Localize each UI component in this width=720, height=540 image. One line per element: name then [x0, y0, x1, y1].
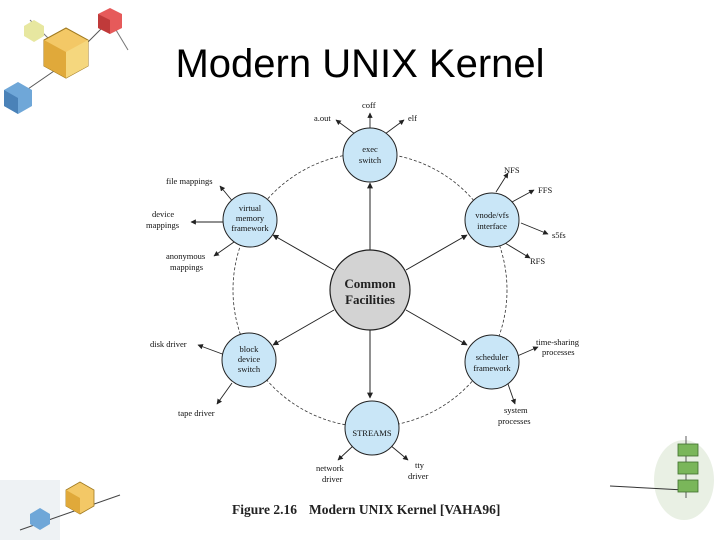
center-spokes [272, 182, 468, 399]
leaf-anonymous-line-2: mappings [170, 262, 203, 272]
leaf-nfs: NFS [504, 165, 520, 175]
leaf-s5fs: s5fs [552, 230, 566, 240]
node-vm-line-3: framework [231, 223, 269, 233]
leaf-system-line-2: processes [498, 416, 531, 426]
leaf-time-sharing-line-1: time-sharing [536, 337, 580, 347]
leaf-disk-driver: disk driver [150, 339, 187, 349]
leaf-anonymous-line-1: anonymous [166, 251, 205, 261]
center-node-common-facilities: Common Facilities [329, 249, 411, 331]
decorative-cubes-top-left [4, 8, 129, 114]
leaf-time-sharing-line-2: processes [542, 347, 575, 357]
center-label-line-2: Facilities [345, 292, 395, 307]
figure-caption-text: Modern UNIX Kernel [VAHA96] [309, 502, 501, 517]
leaf-coff: coff [362, 100, 376, 110]
modern-unix-kernel-diagram: Common Facilities exec switch vnode/vfs … [146, 100, 580, 484]
node-block-line-3: switch [238, 364, 261, 374]
leaf-tape-driver: tape driver [178, 408, 215, 418]
leaf-file-mappings: file mappings [166, 176, 213, 186]
decorative-blocks-bottom-right [609, 436, 714, 520]
leaf-network-line-2: driver [322, 474, 342, 484]
node-exec-switch: exec switch [342, 127, 398, 183]
node-exec-line-2: switch [359, 155, 382, 165]
node-vm-line-1: virtual [239, 203, 262, 213]
node-vnode-line-2: interface [477, 221, 507, 231]
decorative-cubes-bottom-left [0, 480, 121, 540]
leaf-network-line-1: network [316, 463, 345, 473]
leaf-tty-line-2: driver [408, 471, 428, 481]
figure-number: Figure 2.16 [232, 502, 297, 517]
node-virtual-memory-framework: virtual memory framework [222, 192, 278, 248]
node-streams: STREAMS [344, 400, 400, 456]
node-vnode-vfs-interface: vnode/vfs interface [464, 192, 520, 248]
figure-caption: Figure 2.16 Modern UNIX Kernel [VAHA96] [232, 502, 500, 518]
leaf-system-line-1: system [504, 405, 528, 415]
node-block-line-2: device [238, 354, 260, 364]
node-vm-line-2: memory [236, 213, 265, 223]
leaf-device-line-1: device [152, 209, 174, 219]
leaf-ffs: FFS [538, 185, 552, 195]
node-exec-line-1: exec [362, 144, 378, 154]
leaf-rfs: RFS [530, 256, 545, 266]
leaf-arrows [190, 112, 549, 461]
leaf-elf: elf [408, 113, 417, 123]
leaf-a-out: a.out [314, 113, 331, 123]
node-scheduler-framework: scheduler framework [464, 334, 520, 390]
node-scheduler-line-2: framework [473, 363, 511, 373]
center-label-line-1: Common [344, 276, 396, 291]
node-block-device-switch: block device switch [221, 332, 277, 388]
node-scheduler-line-1: scheduler [476, 352, 509, 362]
leaf-device-line-2: mappings [146, 220, 179, 230]
slide-title: Modern UNIX Kernel [175, 42, 545, 86]
leaf-tty-line-1: tty [415, 460, 425, 470]
node-block-line-1: block [240, 344, 260, 354]
node-vnode-line-1: vnode/vfs [475, 210, 509, 220]
node-streams-line-1: STREAMS [352, 428, 391, 438]
